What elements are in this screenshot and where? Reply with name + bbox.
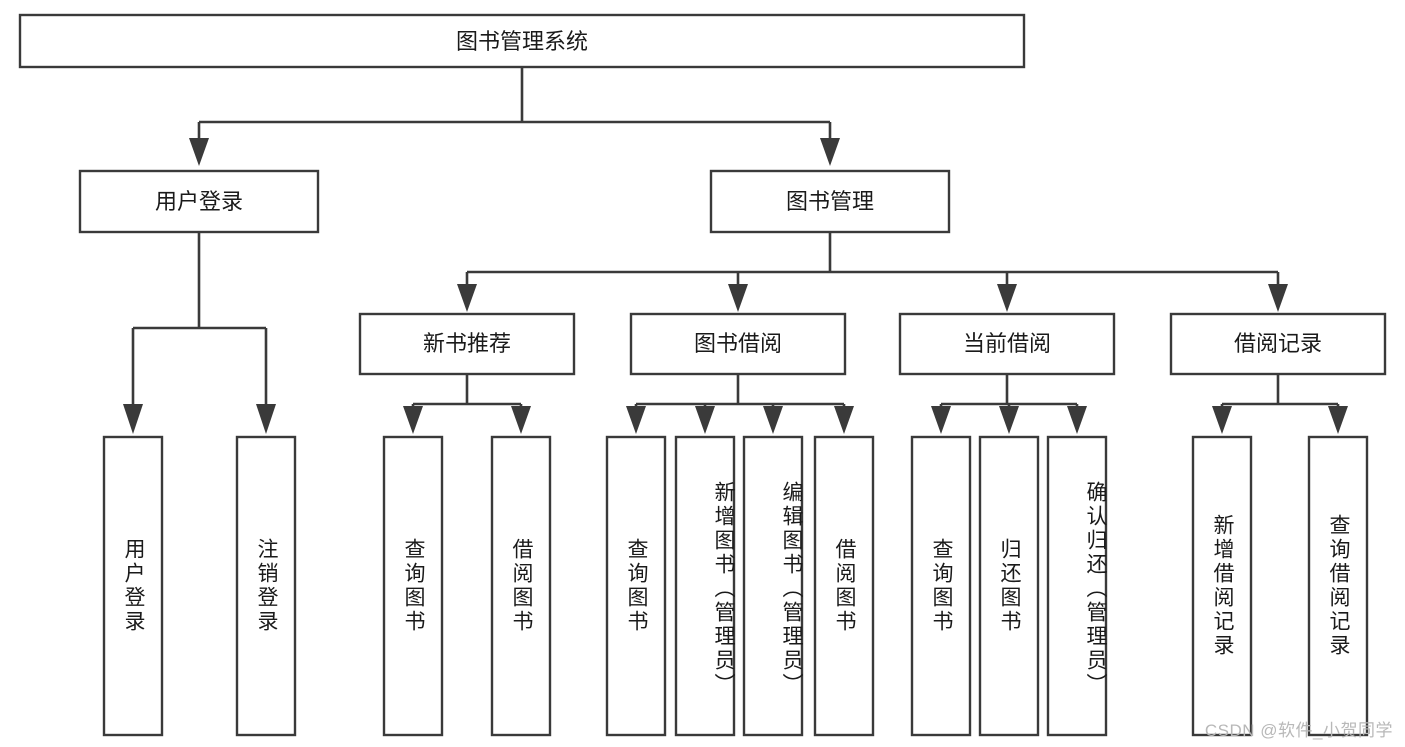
arrow-head-book-borrow: [728, 284, 748, 312]
connector-group-borrow-record: [1212, 374, 1348, 434]
connector-group-book-manage: [457, 232, 1288, 312]
arrow-head-leaf-query-book-3: [931, 406, 951, 434]
node-new-book-rec-label: 新书推荐: [423, 331, 511, 356]
node-leaf-borrow-book-1-box[interactable]: [490, 435, 552, 737]
node-leaf-confirm-return-box[interactable]: [1046, 435, 1108, 737]
arrow-head-leaf-borrow-book-2: [834, 406, 854, 434]
node-book-manage-label: 图书管理: [786, 189, 874, 214]
connector-group-root: [189, 68, 840, 166]
arrow-head-current-borrow: [997, 284, 1017, 312]
arrow-head-leaf-logout: [256, 404, 276, 434]
node-leaf-add-book-box[interactable]: [674, 435, 736, 737]
node-book-borrow-label: 图书借阅: [694, 331, 782, 356]
node-book-manage[interactable]: 图书管理: [709, 169, 951, 234]
node-leaf-query-book-2-box[interactable]: [605, 435, 667, 737]
node-borrow-record[interactable]: 借阅记录: [1169, 312, 1387, 376]
node-current-borrow-label: 当前借阅: [963, 331, 1051, 356]
arrow-head-leaf-confirm-return: [1067, 406, 1087, 434]
connector-group-current-borrow: [931, 374, 1087, 434]
node-root-box[interactable]: [18, 13, 1026, 69]
arrow-head-book-manage: [820, 138, 840, 166]
node-user-login-box[interactable]: [78, 169, 320, 234]
connector-group-new-book-rec: [403, 374, 531, 434]
arrow-head-borrow-record: [1268, 284, 1288, 312]
node-borrow-record-label: 借阅记录: [1234, 331, 1322, 356]
arrow-head-leaf-add-record: [1212, 406, 1232, 434]
node-user-login-label: 用户登录: [155, 189, 243, 214]
node-new-book-rec-box[interactable]: [358, 312, 576, 376]
arrow-head-leaf-query-book-1: [403, 406, 423, 434]
node-leaf-query-book-1-box[interactable]: [382, 435, 444, 737]
node-leaf-return-book-box[interactable]: [978, 435, 1040, 737]
node-leaf-edit-book-box[interactable]: [742, 435, 804, 737]
connector-group-user-login: [123, 232, 276, 434]
node-root[interactable]: 图书管理系统: [18, 13, 1026, 69]
arrow-head-leaf-borrow-book-1: [511, 406, 531, 434]
leaf-box-group: [102, 435, 1369, 737]
arrow-head-leaf-edit-book: [763, 406, 783, 434]
arrow-head-leaf-user-login: [123, 404, 143, 434]
node-leaf-add-record-box[interactable]: [1191, 435, 1253, 737]
node-leaf-query-record-box[interactable]: [1307, 435, 1369, 737]
arrow-head-leaf-query-book-2: [626, 406, 646, 434]
node-root-label: 图书管理系统: [456, 29, 588, 54]
node-leaf-borrow-book-2-box[interactable]: [813, 435, 875, 737]
node-user-login[interactable]: 用户登录: [78, 169, 320, 234]
node-new-book-rec[interactable]: 新书推荐: [358, 312, 576, 376]
arrow-head-user-login: [189, 138, 209, 166]
node-book-manage-box[interactable]: [709, 169, 951, 234]
arrow-head-leaf-add-book: [695, 406, 715, 434]
node-current-borrow[interactable]: 当前借阅: [898, 312, 1116, 376]
node-current-borrow-box[interactable]: [898, 312, 1116, 376]
arrow-head-leaf-return-book: [999, 406, 1019, 434]
node-book-borrow[interactable]: 图书借阅: [629, 312, 847, 376]
node-leaf-query-book-3-box[interactable]: [910, 435, 972, 737]
arrow-head-leaf-query-record: [1328, 406, 1348, 434]
node-book-borrow-box[interactable]: [629, 312, 847, 376]
connector-group-book-borrow: [626, 374, 854, 434]
arrow-head-new-book-rec: [457, 284, 477, 312]
csdn-watermark: CSDN @软件_小贺同学: [1204, 721, 1393, 740]
node-leaf-user-login-box[interactable]: [102, 435, 164, 737]
node-leaf-logout-box[interactable]: [235, 435, 297, 737]
node-borrow-record-box[interactable]: [1169, 312, 1387, 376]
